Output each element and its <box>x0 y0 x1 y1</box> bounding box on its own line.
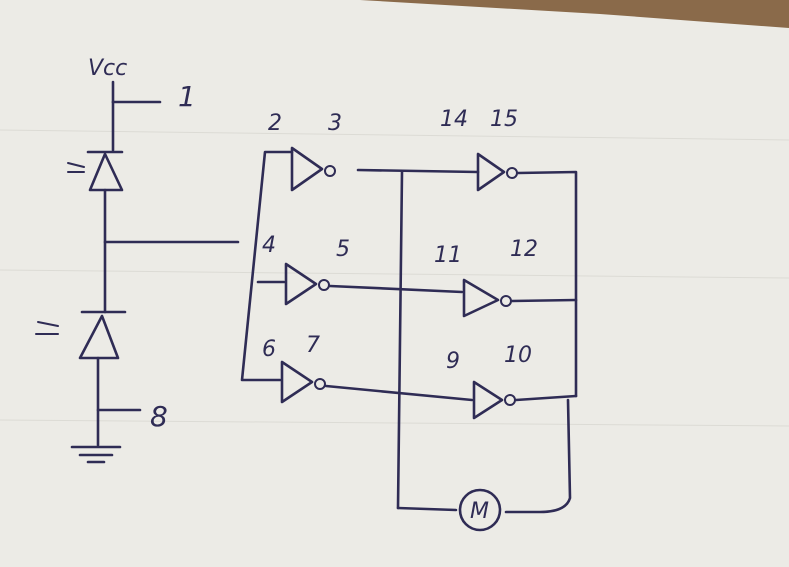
output-15-wire <box>516 170 578 398</box>
pin-1-label: 1 <box>178 80 196 113</box>
pin-15-label: 15 <box>490 107 518 132</box>
inverter-gate-6-7 <box>280 360 326 404</box>
vcc-label: Vcc <box>88 56 127 81</box>
right-return-wire <box>504 398 572 514</box>
motor-left-wire <box>396 506 458 512</box>
pin-10-label: 10 <box>504 343 532 368</box>
middle-vertical-bus <box>396 170 404 510</box>
output-12-wire <box>510 298 578 303</box>
inverter-gate-2-3 <box>290 146 336 192</box>
pin-5-label: 5 <box>336 237 350 262</box>
pin-14-label: 14 <box>440 107 468 132</box>
pin-9-label: 9 <box>446 349 460 374</box>
inverter-gate-4-5 <box>284 262 330 306</box>
pin-4-label: 4 <box>262 233 276 258</box>
pin-11-label: 11 <box>434 243 462 268</box>
pin-6-label: 6 <box>262 337 276 362</box>
wire-3-to-14 <box>356 168 480 174</box>
wire-5-to-11 <box>328 284 464 294</box>
motor-symbol <box>458 488 502 532</box>
pin-2-label: 2 <box>268 111 282 136</box>
pin-8-label: 8 <box>150 400 168 433</box>
paper-faint-lines <box>0 129 789 427</box>
input-bus <box>240 150 294 382</box>
pin-7-label: 7 <box>306 333 320 358</box>
pin-12-label: 12 <box>510 237 538 262</box>
pin-3-label: 3 <box>328 111 342 136</box>
output-10-wire <box>514 394 578 402</box>
ground-symbol <box>70 445 122 464</box>
motor-label: M <box>470 499 489 524</box>
wood-edge <box>360 0 789 28</box>
